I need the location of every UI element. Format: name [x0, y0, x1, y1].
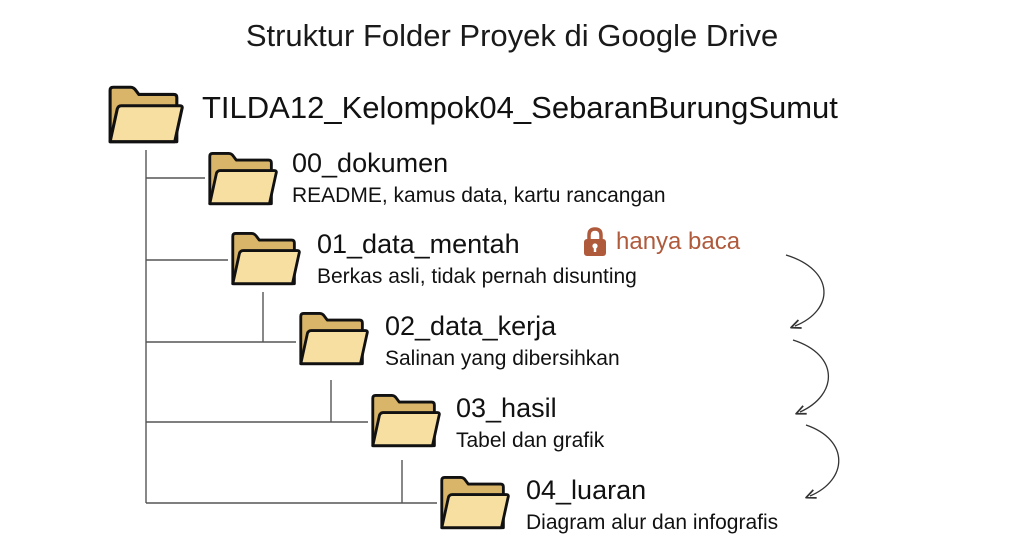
read-only-badge: hanya baca	[582, 226, 740, 258]
diagram-title: Struktur Folder Proyek di Google Drive	[245, 18, 779, 53]
lock-icon	[584, 227, 606, 256]
folder-desc-02: Salinan yang dibersihkan	[385, 347, 620, 370]
folder-icon[interactable]	[438, 474, 510, 534]
folder-icon[interactable]	[206, 150, 278, 210]
folder-desc-00: README, kamus data, kartu rancangan	[292, 184, 666, 207]
folder-name-00[interactable]: 00_dokumen	[292, 148, 449, 178]
folder-name-03[interactable]: 03_hasil	[456, 393, 557, 423]
folder-name-02[interactable]: 02_data_kerja	[385, 311, 557, 341]
root-folder-name[interactable]: TILDA12_Kelompok04_SebaranBurungSumut	[202, 90, 838, 125]
folder-desc-01: Berkas asli, tidak pernah disunting	[317, 265, 637, 288]
folder-desc-03: Tabel dan grafik	[456, 429, 605, 452]
read-only-label: hanya baca	[616, 228, 741, 255]
curved-arrow-icon	[805, 424, 840, 499]
folder-icon[interactable]	[106, 84, 184, 148]
folder-desc-04: Diagram alur dan infografis	[526, 511, 779, 534]
folder-icon[interactable]	[297, 310, 369, 370]
curved-arrow-icon	[792, 339, 830, 415]
folder-icon[interactable]	[369, 392, 441, 452]
folder-name-01[interactable]: 01_data_mentah	[317, 229, 520, 259]
curved-arrow-icon	[785, 254, 825, 329]
folder-name-04[interactable]: 04_luaran	[526, 475, 647, 505]
folder-icon[interactable]	[229, 230, 301, 290]
